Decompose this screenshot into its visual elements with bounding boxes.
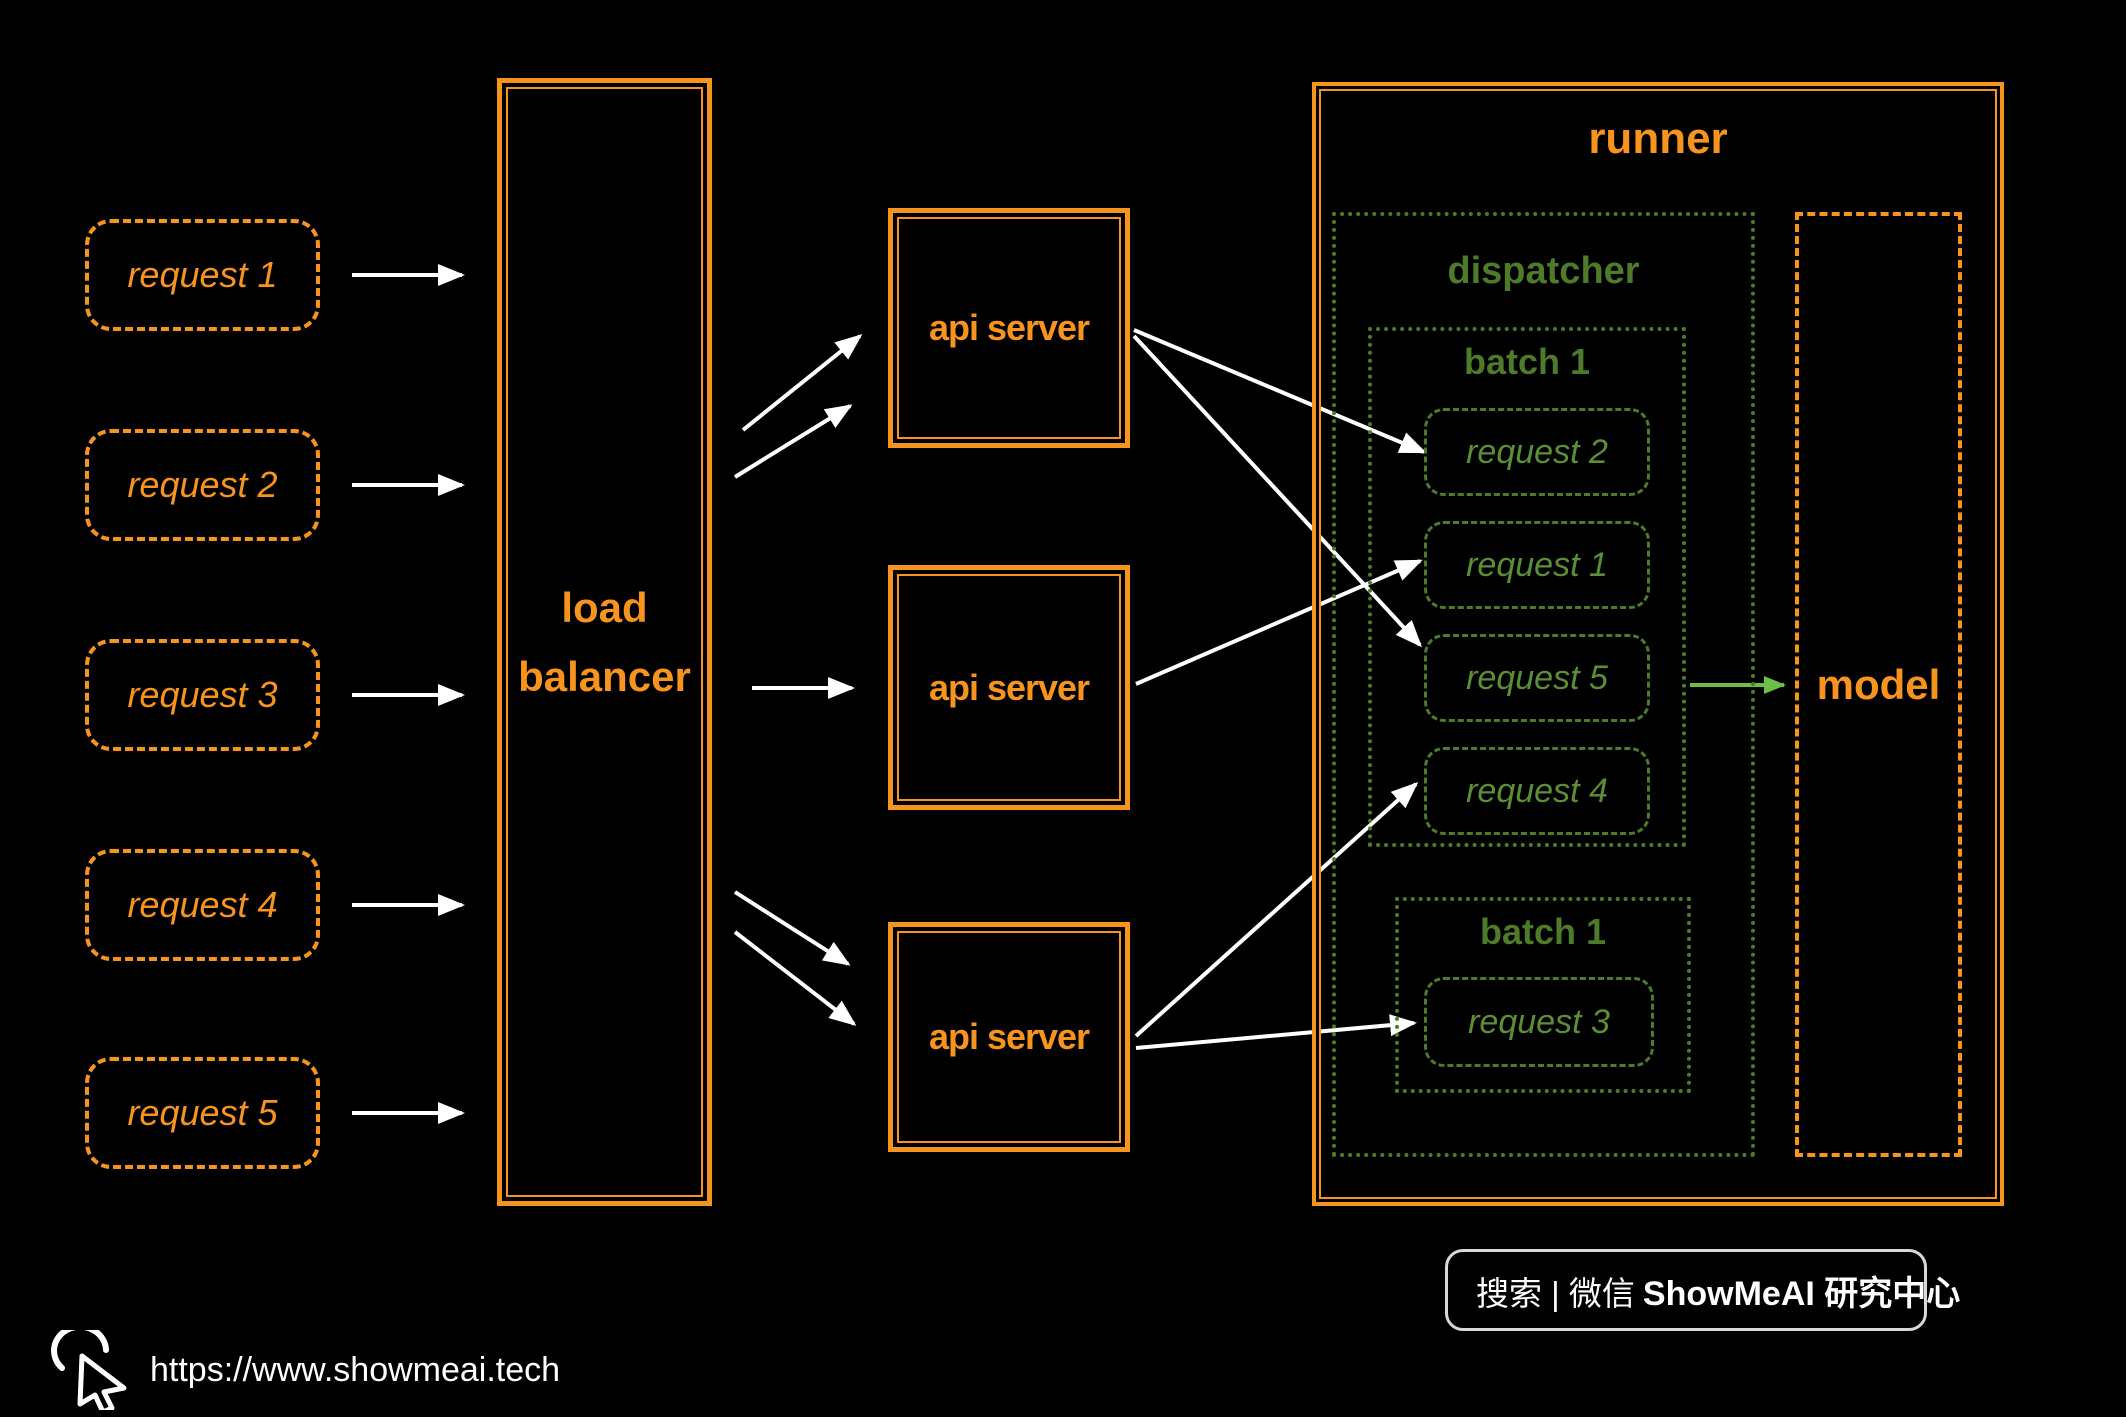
request-label: request 5 (127, 1092, 278, 1133)
request-label: request 2 (127, 464, 278, 505)
batch-title: batch 1 (1463, 341, 1591, 382)
runner-box: runner dispatcher batch 1 request 2 requ… (1312, 82, 2004, 1206)
request-label: request 1 (127, 254, 278, 295)
batched-request-box: request 5 (1424, 634, 1650, 722)
api-server-box-1: api server (888, 208, 1130, 448)
batched-request-label: request 2 (1466, 432, 1608, 471)
api-server-box-2: api server (888, 565, 1130, 810)
request-box-4: request 4 (85, 849, 320, 961)
request-box-5: request 5 (85, 1057, 320, 1169)
api-server-label: api server (928, 307, 1090, 348)
batched-request-box: request 2 (1424, 408, 1650, 496)
load-balancer-label: load balancer (518, 583, 691, 700)
dispatcher-title: dispatcher (1447, 250, 1640, 292)
search-badge-text-regular: 搜索 | 微信 (1476, 1274, 1635, 1312)
runner-title: runner (1588, 114, 1728, 163)
api-server-label: api server (928, 1016, 1090, 1057)
api-server-box-3: api server (888, 922, 1130, 1152)
batch-box-active: batch 1 request 2 request 1 request 5 re… (1368, 327, 1686, 847)
website-url-text: https://www.showmeai.tech (150, 1350, 561, 1389)
batched-request-box: request 4 (1424, 747, 1650, 835)
request-box-2: request 2 (85, 429, 320, 541)
load-balancer-box: load balancer (497, 78, 712, 1206)
batched-request-label: request 5 (1466, 658, 1608, 697)
request-label: request 4 (127, 884, 278, 925)
arrow-lb-to-api1-b (733, 404, 853, 479)
arrow-lb-to-api3-b (733, 930, 857, 1026)
website-link: https://www.showmeai.tech (48, 1330, 560, 1410)
api-server-label: api server (928, 666, 1090, 708)
request-label: request 3 (127, 674, 278, 715)
batch-title: batch 1 (1479, 911, 1607, 952)
batched-request-label: request 4 (1466, 771, 1608, 810)
batched-request-box: request 1 (1424, 521, 1650, 609)
dispatcher-box: dispatcher batch 1 request 2 request 1 r… (1332, 212, 1755, 1157)
cursor-click-icon (51, 1330, 127, 1410)
request-box-1: request 1 (85, 219, 320, 331)
model-label: model (1816, 660, 1941, 708)
batched-request-label: request 3 (1468, 1002, 1610, 1041)
search-badge-text-bold: ShowMeAI 研究中心 (1642, 1274, 1961, 1313)
batched-request-box: request 3 (1424, 977, 1654, 1067)
batched-request-label: request 1 (1466, 545, 1608, 584)
batch-box-waiting: batch 1 request 3 (1395, 897, 1691, 1093)
request-box-3: request 3 (85, 639, 320, 751)
model-box: model (1795, 212, 1962, 1157)
arrow-lb-to-api3-a (733, 890, 851, 966)
arrow-lb-to-api1-a (741, 334, 863, 432)
